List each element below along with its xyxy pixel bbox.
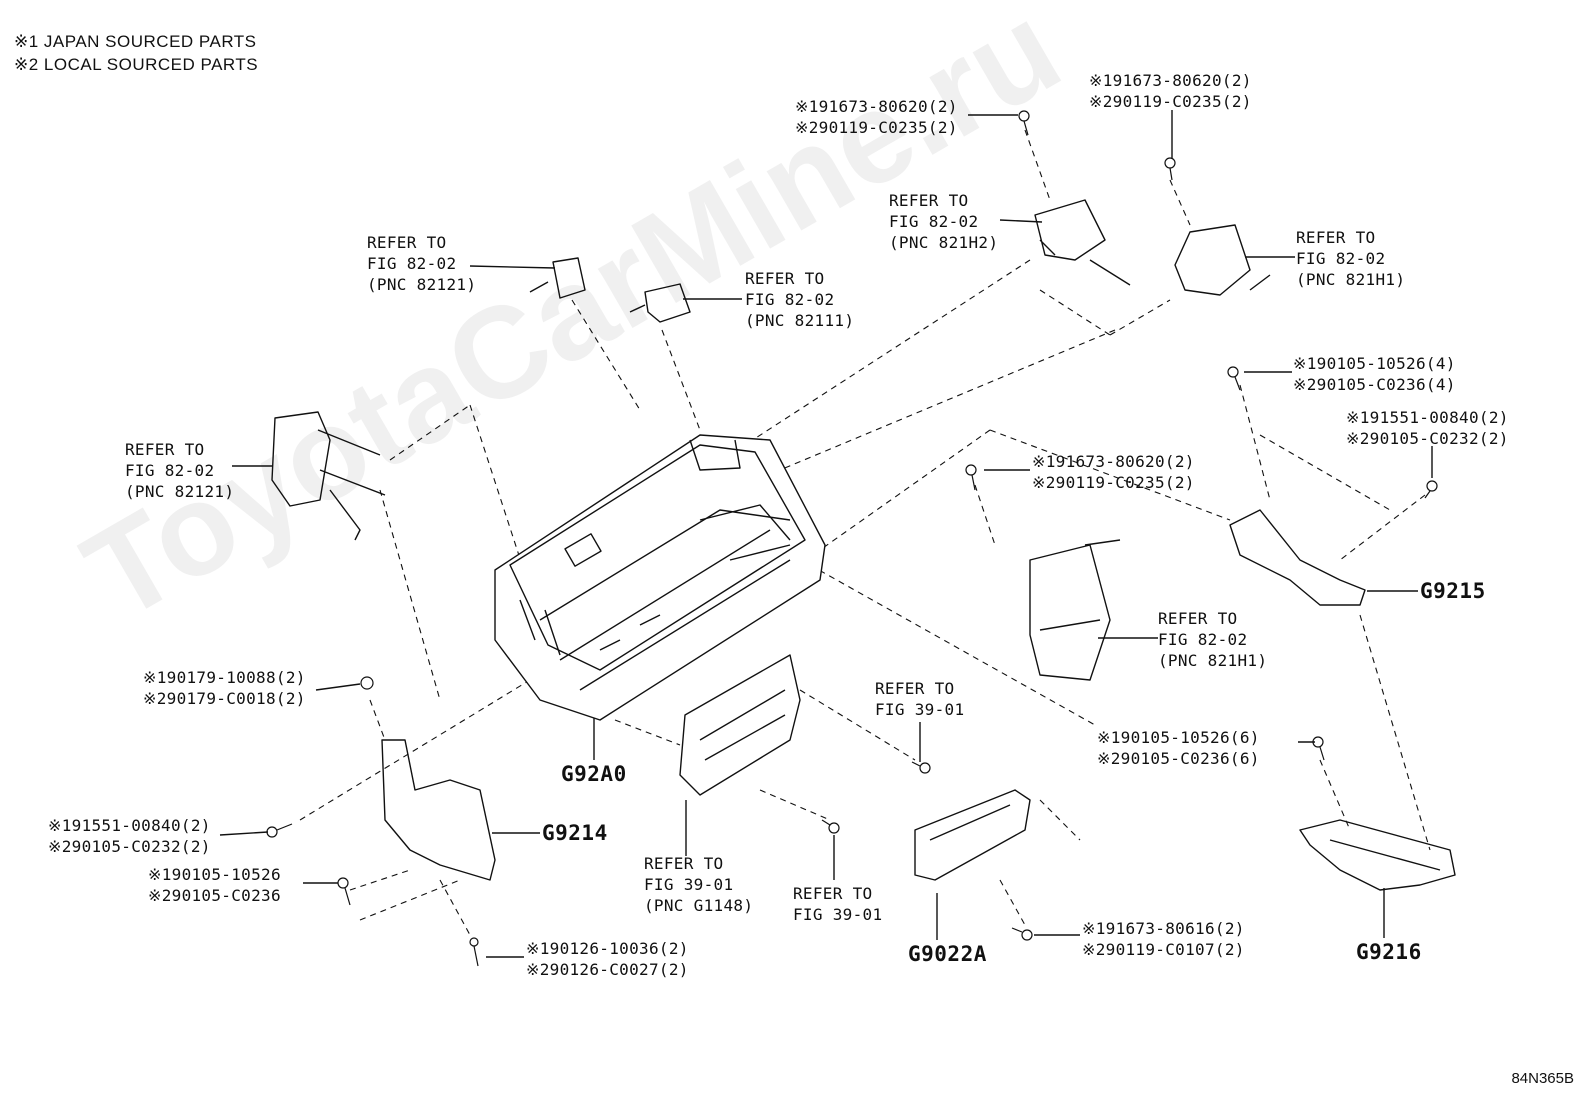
assembly-lines (299, 129, 1431, 936)
converter-G1148 (679, 654, 801, 796)
part-number-label: ※190126-10036(2)※290126-C0027(2) (526, 939, 689, 979)
part-number-label: ※191673-80620(2)※290119-C0235(2) (1032, 452, 1195, 492)
part-number-label: ※191673-80620(2)※290119-C0235(2) (795, 97, 958, 137)
cover-G9216 (1299, 819, 1456, 891)
harness-82121-left (271, 411, 386, 541)
bracket-G9214 (381, 739, 496, 881)
sensor-821H2 (1034, 199, 1131, 286)
bracket-G9215 (1229, 509, 1366, 606)
part-number-label: ※191551-00840(2)※290105-C0232(2) (1346, 408, 1509, 448)
component-code: G9214 (542, 821, 608, 845)
part-number-label: ※190105-10526※290105-C0236 (148, 865, 281, 905)
sensor-821H1-top (1174, 224, 1271, 296)
inverter-assembly (494, 434, 826, 721)
figure-id: 84N365B (1511, 1070, 1574, 1087)
legend-item: ※1 JAPAN SOURCED PARTS (14, 32, 257, 51)
part-number-label: ※191673-80616(2)※290119-C0107(2) (1082, 919, 1245, 959)
component-code: G9022A (908, 942, 987, 966)
connector-82111 (629, 283, 691, 323)
legend-item: ※2 LOCAL SOURCED PARTS (14, 55, 259, 74)
connector-82121-top (529, 257, 586, 299)
bolts (266, 110, 1438, 967)
part-number-label: ※190105-10526(6)※290105-C0236(6) (1097, 728, 1260, 768)
leader-lines (219, 110, 1433, 958)
component-code: G9215 (1420, 579, 1486, 603)
part-number-label: ※190179-10088(2)※290179-C0018(2) (143, 668, 306, 708)
part-number-label: ※191551-00840(2)※290105-C0232(2) (48, 816, 211, 856)
component-code: G92A0 (561, 762, 627, 786)
legend: ※1 JAPAN SOURCED PARTS ※2 LOCAL SOURCED … (14, 30, 258, 76)
component-code: G9216 (1356, 940, 1422, 964)
part-number-label: ※191673-80620(2)※290119-C0235(2) (1089, 71, 1252, 111)
bracket-G9022A (914, 789, 1031, 881)
part-number-label: ※190105-10526(4)※290105-C0236(4) (1293, 354, 1456, 394)
module-821H1 (1029, 539, 1121, 681)
